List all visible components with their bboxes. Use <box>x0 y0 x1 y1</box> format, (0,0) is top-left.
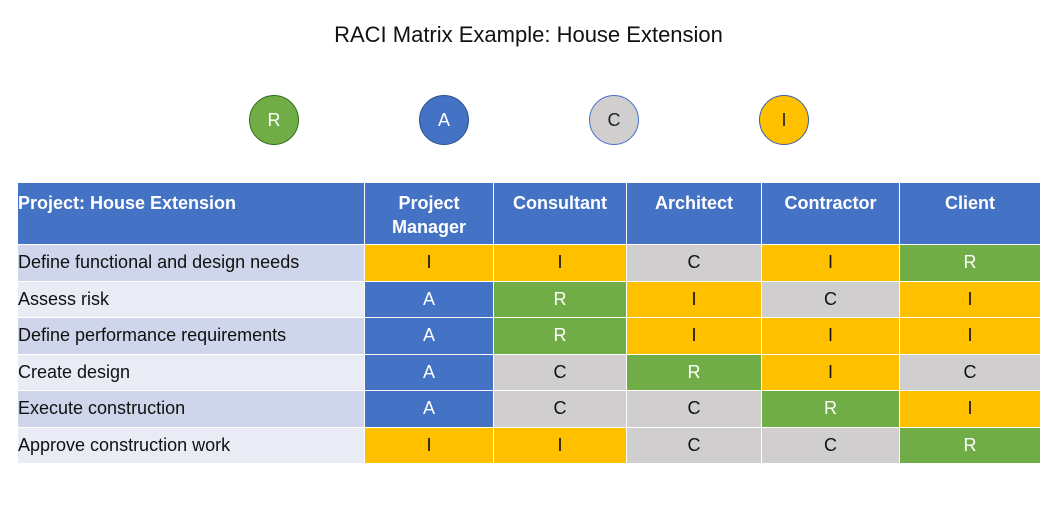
raci-cell: R <box>493 317 627 355</box>
corner-header: Project: House Extension <box>17 182 365 245</box>
raci-cell: C <box>626 244 762 282</box>
column-header: Project Manager <box>364 182 494 245</box>
raci-cell: C <box>899 353 1041 391</box>
column-header-line: Manager <box>391 217 467 237</box>
raci-cell: R <box>761 390 900 428</box>
raci-cell: R <box>899 244 1041 282</box>
raci-cell: A <box>364 317 494 355</box>
legend-letter: C <box>607 109 621 130</box>
raci-cell: I <box>899 280 1041 318</box>
legend-badge-informed: I <box>759 95 809 145</box>
raci-cell: C <box>626 390 762 428</box>
raci-cell: I <box>364 426 494 464</box>
column-header: Client <box>899 182 1041 245</box>
raci-cell: R <box>899 426 1041 464</box>
column-header: Architect <box>626 182 762 245</box>
raci-cell: A <box>364 390 494 428</box>
raci-cell: R <box>626 353 762 391</box>
raci-cell: I <box>899 317 1041 355</box>
activity-cell: Execute construction <box>17 390 365 428</box>
raci-cell: C <box>761 426 900 464</box>
column-header-line: Project <box>398 193 460 213</box>
activity-cell: Create design <box>17 353 365 391</box>
legend-letter: R <box>267 109 281 130</box>
raci-cell: I <box>761 317 900 355</box>
activity-cell: Define functional and design needs <box>17 244 365 282</box>
raci-cell: A <box>364 280 494 318</box>
raci-cell: I <box>493 244 627 282</box>
raci-cell: I <box>761 353 900 391</box>
activity-cell: Approve construction work <box>17 426 365 464</box>
page-title: RACI Matrix Example: House Extension <box>334 22 723 47</box>
legend-badge-consulted: C <box>589 95 639 145</box>
raci-cell: I <box>626 280 762 318</box>
activity-cell: Define performance requirements <box>17 317 365 355</box>
raci-cell: I <box>493 426 627 464</box>
legend-badge-responsible: R <box>249 95 299 145</box>
raci-cell: I <box>626 317 762 355</box>
raci-cell: I <box>761 244 900 282</box>
raci-matrix-table: Project: House Extension Project Manager… <box>17 182 1041 464</box>
raci-cell: I <box>899 390 1041 428</box>
header-row: Project: House Extension Project Manager… <box>17 182 1041 245</box>
raci-legend: R A C I <box>0 95 1057 147</box>
raci-cell: A <box>364 353 494 391</box>
legend-badge-accountable: A <box>419 95 469 145</box>
raci-cell: C <box>761 280 900 318</box>
raci-cell: C <box>493 353 627 391</box>
legend-letter: I <box>781 109 787 130</box>
raci-cell: I <box>364 244 494 282</box>
raci-cell: C <box>493 390 627 428</box>
legend-letter: A <box>437 109 450 130</box>
raci-cell: C <box>626 426 762 464</box>
column-header: Consultant <box>493 182 627 245</box>
column-header: Contractor <box>761 182 900 245</box>
raci-cell: R <box>493 280 627 318</box>
activity-cell: Assess risk <box>17 280 365 318</box>
